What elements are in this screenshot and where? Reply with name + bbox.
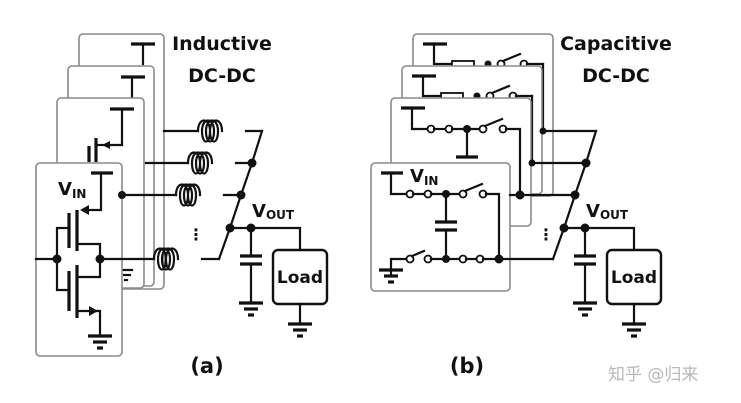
vout-label: VOUT xyxy=(252,201,295,222)
panel-a-inductive: VIN xyxy=(34,33,329,378)
vin-label-b: VIN xyxy=(410,166,438,188)
watermark: 知乎 @归来 xyxy=(608,365,698,385)
title-dc-dc-b: DC-DC xyxy=(582,65,650,87)
svg-text:Load: Load xyxy=(277,268,323,288)
title-dc-dc-a: DC-DC xyxy=(188,65,256,87)
phase-ellipsis-b: ⋮ xyxy=(538,225,554,244)
load-box: Load xyxy=(271,248,329,338)
title-capacitive: Capacitive xyxy=(560,33,672,55)
output-capacitor-b xyxy=(571,226,599,317)
title-inductive: Inductive xyxy=(172,33,272,55)
output-capacitor xyxy=(237,226,265,317)
vout-label-b: VOUT xyxy=(586,201,629,222)
cap-frame-1: VIN xyxy=(370,162,511,292)
panel-b-capacitive: VIN xyxy=(370,33,672,378)
phase-frame-1: VIN xyxy=(34,162,126,357)
vin-label: VIN xyxy=(58,179,86,201)
inductor-phase-4 xyxy=(162,119,264,143)
load-box-b: Load xyxy=(605,248,663,338)
svg-text:Load: Load xyxy=(611,268,657,288)
caption-b: (b) xyxy=(450,354,484,378)
phase-ellipsis: ⋮ xyxy=(188,225,204,244)
inductor-phase-1 xyxy=(98,247,221,271)
caption-a: (a) xyxy=(190,354,223,378)
